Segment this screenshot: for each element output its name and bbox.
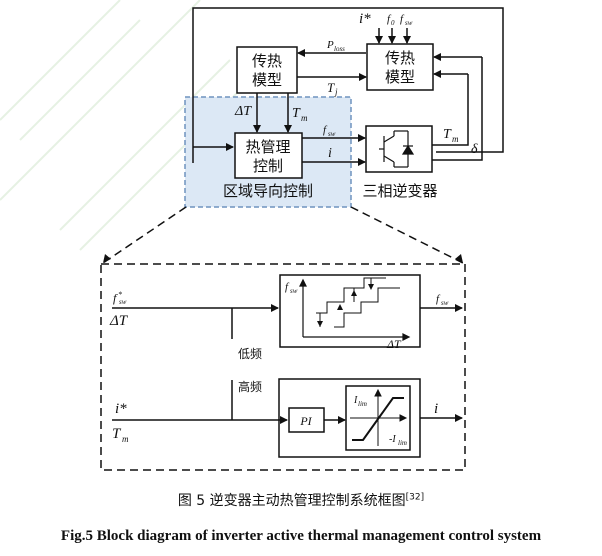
i-star-label: i* bbox=[359, 11, 371, 27]
inverter-label: 三相逆变器 bbox=[362, 182, 437, 200]
hysteresis-fsw-subscript: sw bbox=[290, 287, 298, 295]
neg-i-lim-label: -I bbox=[389, 434, 396, 445]
i-lim-label: I bbox=[353, 395, 358, 406]
hysteresis-fsw-label: f bbox=[285, 281, 290, 293]
zoom-arrow-right bbox=[455, 254, 463, 263]
caption-reference: [32] bbox=[405, 492, 425, 503]
f0-subscript: 0 bbox=[391, 19, 395, 27]
detail-delta-t-label: ΔT bbox=[109, 313, 129, 329]
tm-right-subscript: m bbox=[452, 134, 459, 144]
tm-top-label: T bbox=[292, 106, 301, 121]
upper-detail-connections bbox=[112, 304, 463, 339]
thermal-mgmt-block bbox=[234, 132, 303, 179]
pi-label: PI bbox=[299, 414, 312, 428]
heat-model-left-label-1: 传热 bbox=[252, 52, 282, 70]
heat-model-left-block bbox=[236, 46, 298, 94]
detail-tm-label: T bbox=[112, 426, 122, 442]
detail-i-star-label: i* bbox=[115, 401, 127, 417]
tm-top-subscript: m bbox=[301, 113, 308, 123]
fsw-output-subscript: sw bbox=[441, 299, 449, 307]
hysteresis-arrows bbox=[317, 284, 374, 327]
fsw-star-subscript: sw bbox=[119, 298, 127, 306]
fsw-output-label: f bbox=[436, 293, 441, 305]
zone-label: 区域导向控制 bbox=[223, 182, 313, 200]
i-lim-subscript: lim bbox=[358, 400, 367, 408]
limiter-curve bbox=[350, 388, 408, 446]
detail-dashed-box bbox=[100, 263, 466, 471]
figure-caption-chinese: 图 5 逆变器主动热管理控制系统框图[32] bbox=[0, 490, 602, 510]
high-freq-label: 高频 bbox=[238, 379, 262, 394]
heat-model-right-block bbox=[366, 43, 434, 91]
top-feedback-loop bbox=[192, 7, 504, 163]
hysteresis-delta-t-label: ΔT bbox=[386, 337, 402, 351]
heat-model-left-label-2: 模型 bbox=[252, 71, 282, 89]
heat-model-right-label-2: 模型 bbox=[385, 68, 415, 86]
tj-label: T bbox=[327, 80, 335, 95]
ploss-label: P bbox=[326, 39, 334, 51]
ploss-subscript: loss bbox=[334, 45, 345, 53]
fsw-control-label: f bbox=[323, 124, 328, 136]
figure-caption-english: Fig.5 Block diagram of inverter active t… bbox=[60, 528, 542, 544]
igbt-symbol bbox=[379, 130, 415, 168]
fsw-top-label: f bbox=[400, 13, 405, 25]
tj-subscript: j bbox=[334, 87, 338, 97]
heat-model-right-label-1: 传热 bbox=[385, 49, 415, 67]
low-freq-label: 低频 bbox=[238, 347, 262, 361]
fsw-control-subscript: sw bbox=[328, 130, 336, 138]
thermal-mgmt-label-2: 控制 bbox=[253, 157, 283, 175]
detail-i-output-label: i bbox=[434, 401, 438, 417]
delta-label: δ bbox=[471, 142, 478, 157]
i-control-label: i bbox=[328, 146, 332, 161]
detail-tm-subscript: m bbox=[122, 434, 129, 444]
zoom-arrow-left bbox=[103, 254, 111, 263]
fsw-star-label: f bbox=[113, 291, 118, 305]
hysteresis-plot bbox=[299, 277, 411, 341]
top-connections bbox=[253, 28, 483, 166]
lower-detail-connections bbox=[112, 380, 463, 424]
caption-chinese-text: 图 5 逆变器主动热管理控制系统框图 bbox=[177, 493, 406, 509]
f0-label: f bbox=[387, 13, 392, 25]
neg-i-lim-subscript: lim bbox=[398, 439, 407, 447]
tm-right-label: T bbox=[443, 127, 452, 142]
zoom-lines bbox=[102, 206, 464, 264]
thermal-mgmt-label-1: 热管理 bbox=[245, 138, 290, 156]
fsw-star-superscript: * bbox=[118, 290, 122, 299]
fsw-top-subscript: sw bbox=[405, 19, 413, 27]
inverter-block bbox=[365, 125, 433, 173]
delta-t-label: ΔT bbox=[234, 104, 252, 119]
